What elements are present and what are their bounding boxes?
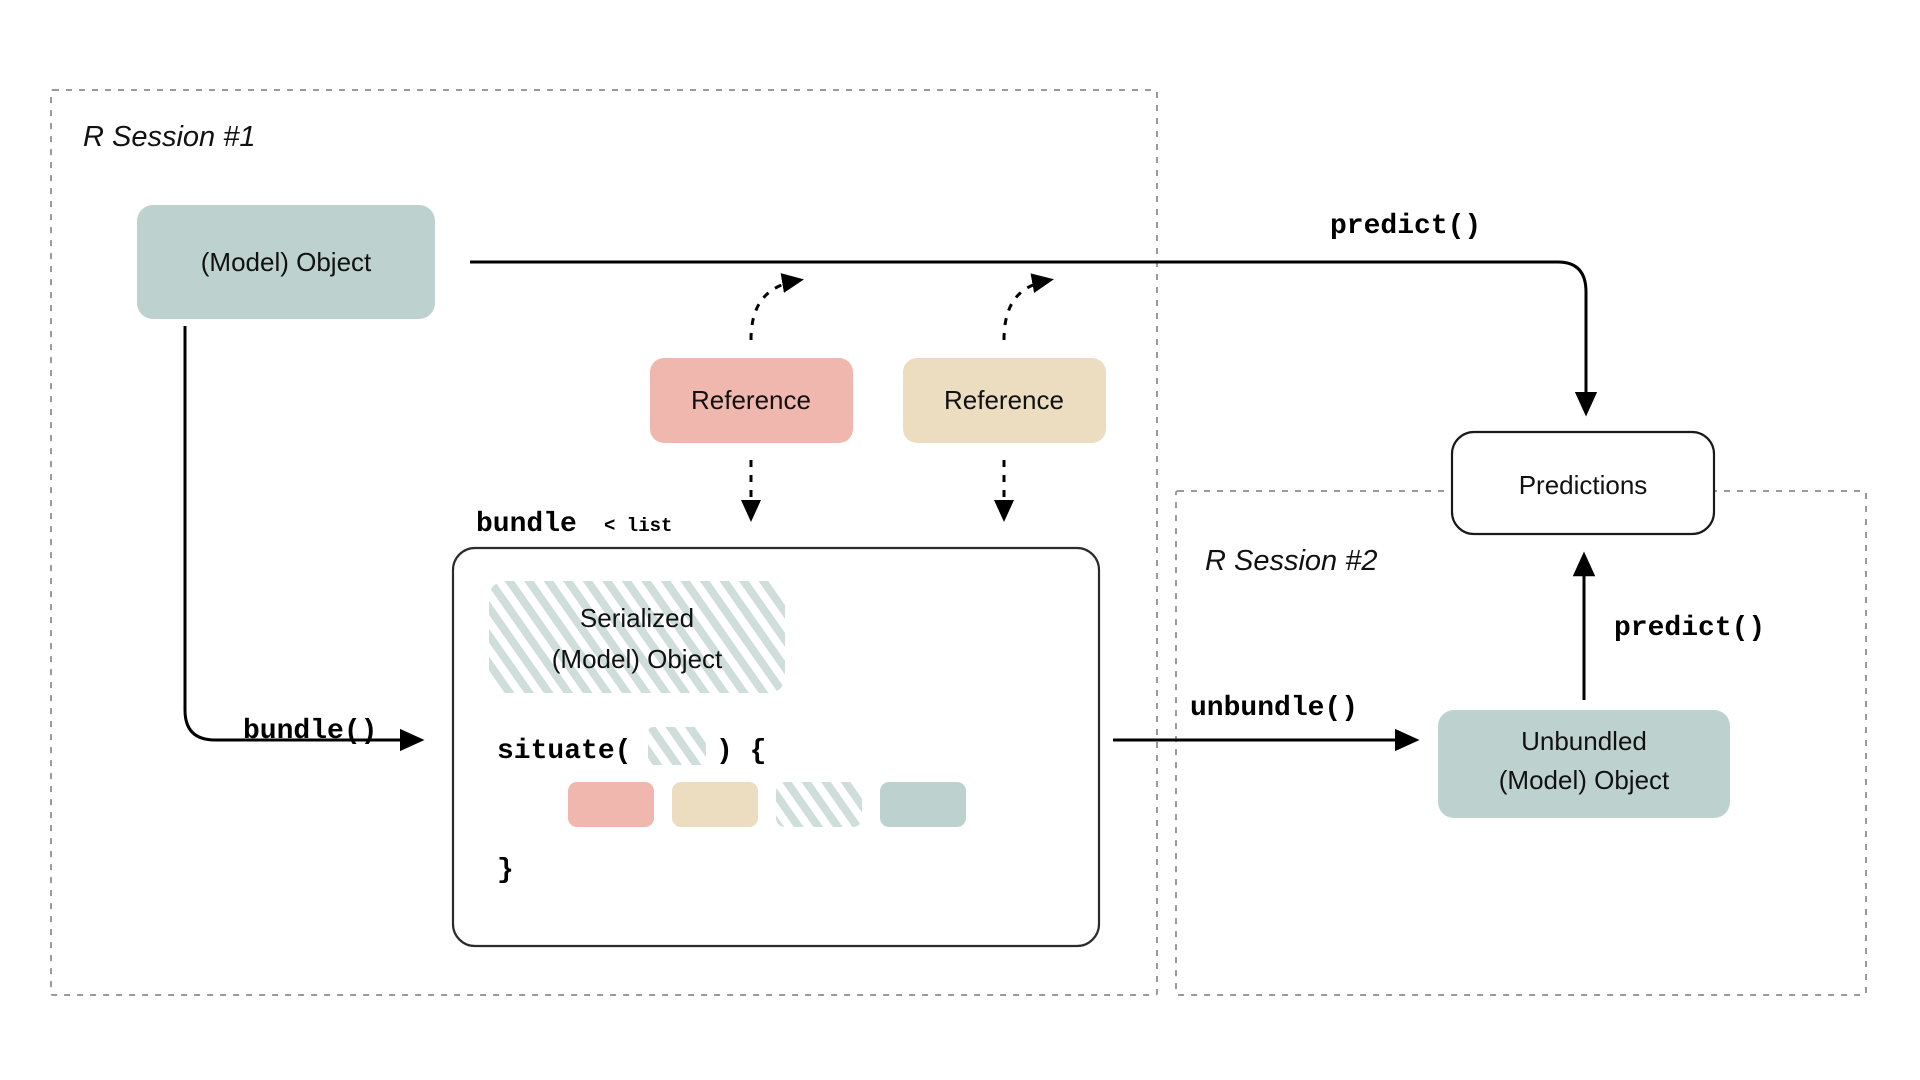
serialized-object-box[interactable] bbox=[489, 581, 785, 693]
bundle-class-inherits: < list bbox=[604, 515, 672, 537]
reference-box-red[interactable] bbox=[650, 358, 853, 443]
unbundled-object-box[interactable] bbox=[1438, 710, 1730, 818]
session-1-container bbox=[50, 89, 1158, 996]
situate-open-token: situate( bbox=[497, 736, 631, 767]
chip-model-green[interactable] bbox=[880, 782, 966, 827]
reference-box-tan[interactable] bbox=[903, 358, 1106, 443]
situate-closing-brace: } bbox=[497, 855, 514, 886]
chip-reference-tan[interactable] bbox=[672, 782, 758, 827]
edge-predict-top-label: predict() bbox=[1330, 211, 1481, 242]
model-object-label: (Model) Object bbox=[201, 247, 372, 277]
session-2-title: R Session #2 bbox=[1205, 545, 1378, 577]
edge-predict-session2-label: predict() bbox=[1614, 613, 1765, 644]
situate-close-token: ) { bbox=[716, 736, 766, 767]
edge-reference-tan-up bbox=[1002, 273, 1054, 341]
session-1-title: R Session #1 bbox=[83, 121, 256, 153]
chip-reference-red[interactable] bbox=[568, 782, 654, 827]
serialized-object-line2: (Model) Object bbox=[552, 644, 723, 674]
serialized-object-line1: Serialized bbox=[580, 603, 694, 633]
predictions-box[interactable] bbox=[1450, 430, 1716, 536]
reference-box-red-label: Reference bbox=[691, 385, 811, 415]
unbundled-object-line1: Unbundled bbox=[1521, 726, 1647, 756]
unbundled-object-line2: (Model) Object bbox=[1499, 765, 1670, 795]
chip-serialized-hatch[interactable] bbox=[776, 782, 862, 827]
edge-bundle bbox=[183, 326, 425, 752]
bundle-class-name: bundle bbox=[476, 509, 577, 540]
edge-predict-top bbox=[470, 260, 1598, 417]
edge-unbundle-label: unbundle() bbox=[1190, 693, 1358, 724]
situate-arg-hatch-chip[interactable] bbox=[648, 727, 706, 765]
edge-bundle-label: bundle() bbox=[243, 716, 377, 747]
reference-box-tan-label: Reference bbox=[944, 385, 1064, 415]
edge-reference-red-up bbox=[749, 273, 804, 341]
predictions-label: Predictions bbox=[1519, 470, 1648, 500]
model-object-box[interactable] bbox=[137, 205, 435, 319]
